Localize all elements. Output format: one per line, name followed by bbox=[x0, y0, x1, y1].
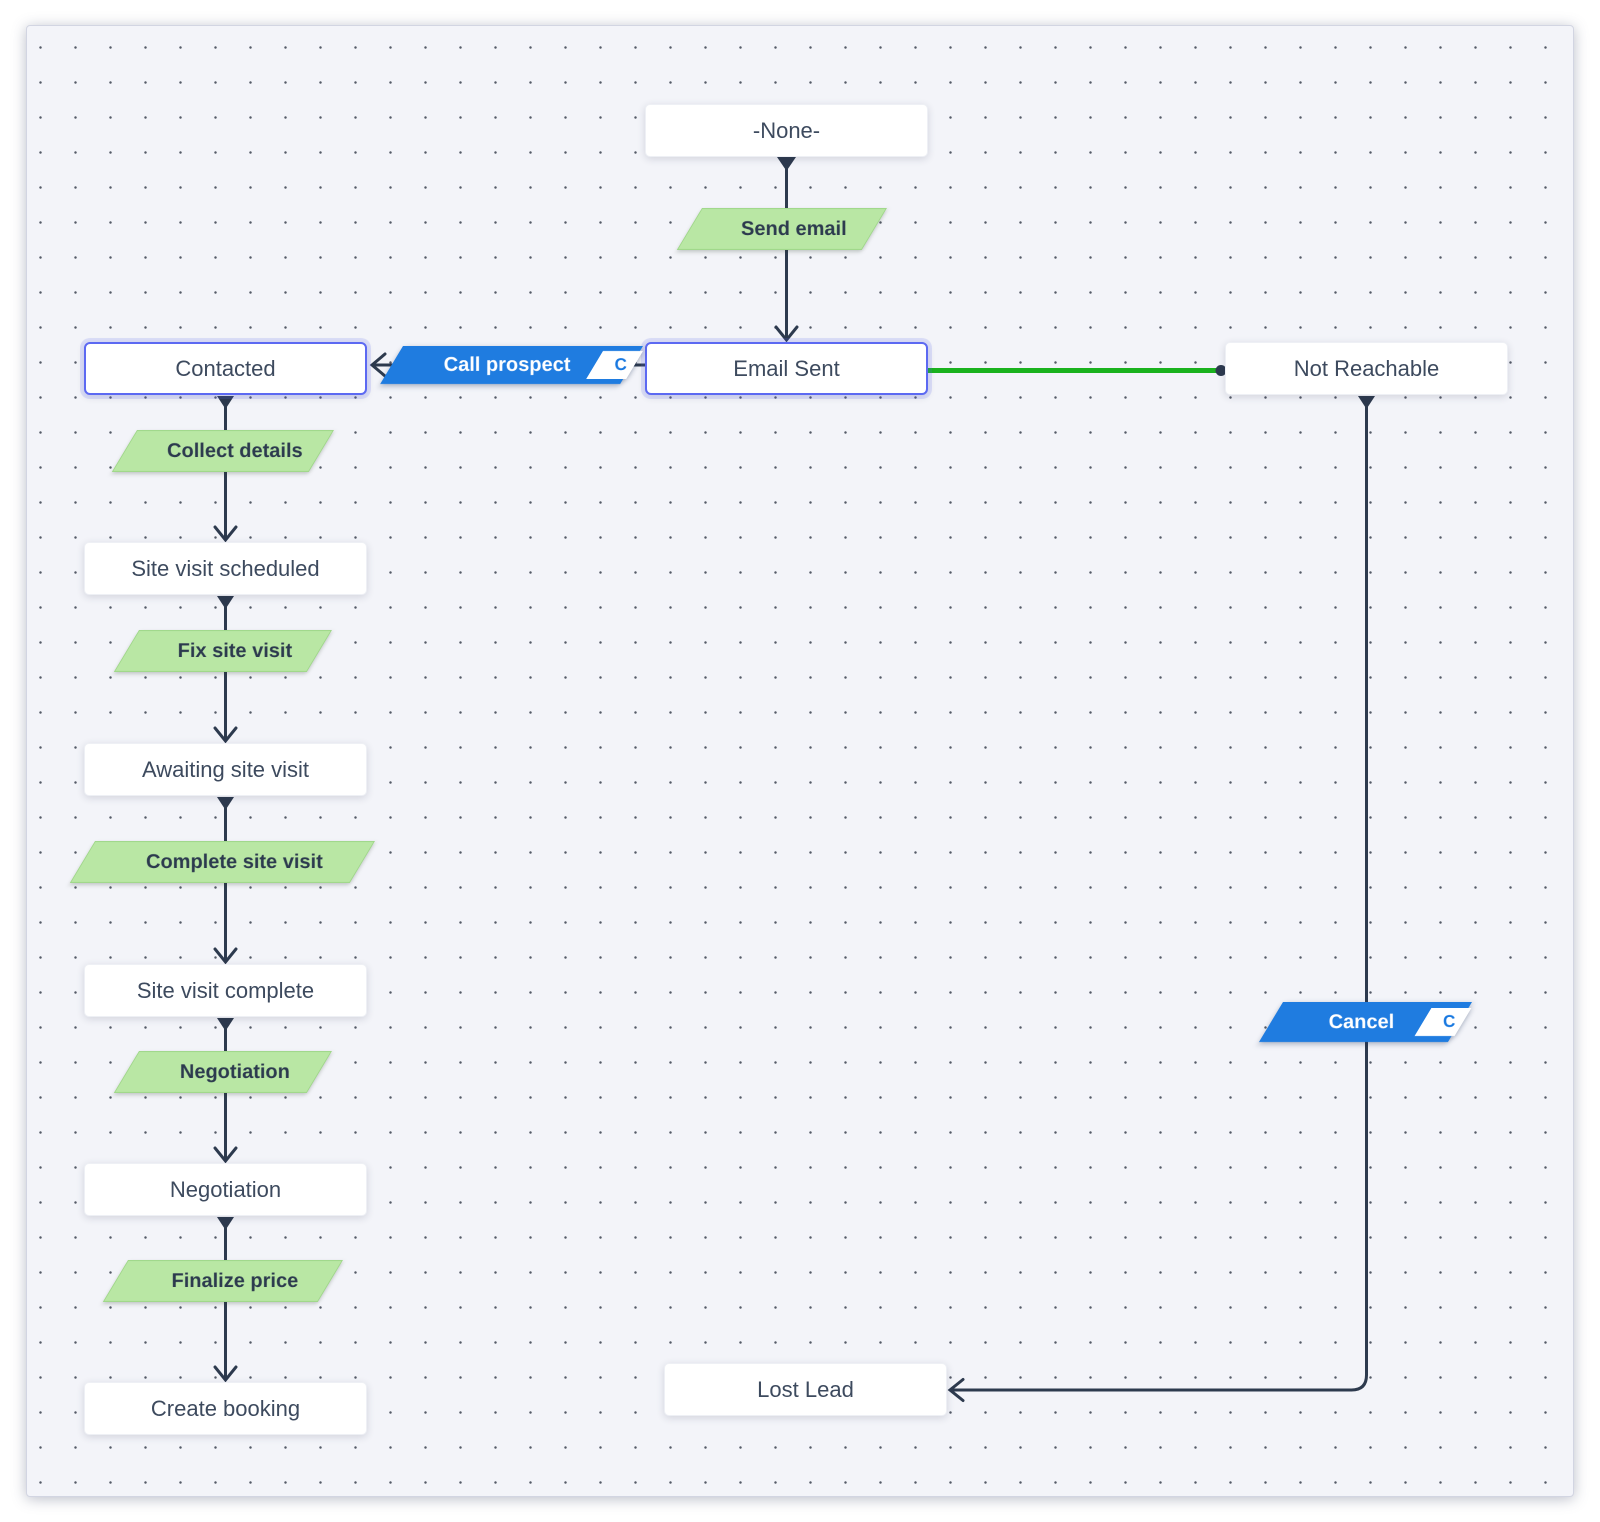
endpoint-dot-icon bbox=[1215, 365, 1227, 376]
arrow-down-icon bbox=[213, 726, 238, 744]
source-triangle-icon bbox=[217, 596, 234, 609]
transition-label: Fix site visit bbox=[177, 639, 293, 662]
state-awaiting-site-visit[interactable]: Awaiting site visit bbox=[84, 743, 367, 796]
state-contacted[interactable]: Contacted bbox=[84, 342, 367, 395]
source-triangle-icon bbox=[777, 157, 796, 171]
source-triangle-icon bbox=[217, 1217, 234, 1230]
transition-label: Finalize price bbox=[171, 1269, 299, 1292]
transition-complete-site-visit[interactable]: Complete site visit bbox=[69, 841, 375, 883]
arrow-left-icon bbox=[947, 1378, 965, 1402]
badge-letter: C bbox=[1442, 1012, 1456, 1031]
arrow-down-icon bbox=[213, 947, 238, 965]
arrow-left-icon bbox=[369, 352, 387, 378]
badge-letter: C bbox=[614, 355, 627, 374]
source-triangle-icon bbox=[217, 797, 234, 810]
state-create-booking[interactable]: Create booking bbox=[84, 1382, 367, 1435]
transition-negotiation[interactable]: Negotiation bbox=[113, 1051, 332, 1093]
dot-grid-canvas[interactable] bbox=[26, 25, 1574, 1497]
state-none[interactable]: -None- bbox=[645, 104, 928, 157]
transition-call-prospect[interactable]: Call prospect C bbox=[380, 346, 643, 384]
transition-finalize-price[interactable]: Finalize price bbox=[102, 1260, 343, 1302]
transition-fix-site-visit[interactable]: Fix site visit bbox=[113, 630, 332, 672]
transition-send-email[interactable]: Send email bbox=[676, 208, 887, 250]
state-email-sent[interactable]: Email Sent bbox=[645, 342, 928, 395]
state-lost-lead[interactable]: Lost Lead bbox=[664, 1363, 947, 1416]
arrow-down-icon bbox=[213, 1146, 238, 1164]
source-triangle-icon bbox=[217, 1018, 234, 1031]
transition-label: Send email bbox=[741, 217, 847, 240]
source-triangle-icon bbox=[1358, 396, 1375, 409]
state-site-visit-scheduled[interactable]: Site visit scheduled bbox=[84, 542, 367, 595]
state-site-visit-complete[interactable]: Site visit complete bbox=[84, 964, 367, 1017]
state-not-reachable[interactable]: Not Reachable bbox=[1225, 342, 1508, 395]
source-triangle-icon bbox=[217, 396, 234, 409]
transition-label: Negotiation bbox=[179, 1060, 290, 1083]
transition-cancel[interactable]: Cancel C bbox=[1258, 1002, 1472, 1042]
arrow-down-icon bbox=[213, 525, 238, 543]
connector-email-sent-not-reachable bbox=[927, 365, 1227, 376]
state-negotiation[interactable]: Negotiation bbox=[84, 1163, 367, 1216]
transition-label: Collect details bbox=[167, 439, 303, 462]
transition-collect-details[interactable]: Collect details bbox=[111, 430, 334, 472]
arrow-down-icon bbox=[213, 1365, 238, 1383]
arrow-down-icon bbox=[774, 325, 799, 343]
connector-not-reachable-lost-lead bbox=[947, 396, 1375, 1402]
transition-label: Complete site visit bbox=[146, 850, 323, 873]
